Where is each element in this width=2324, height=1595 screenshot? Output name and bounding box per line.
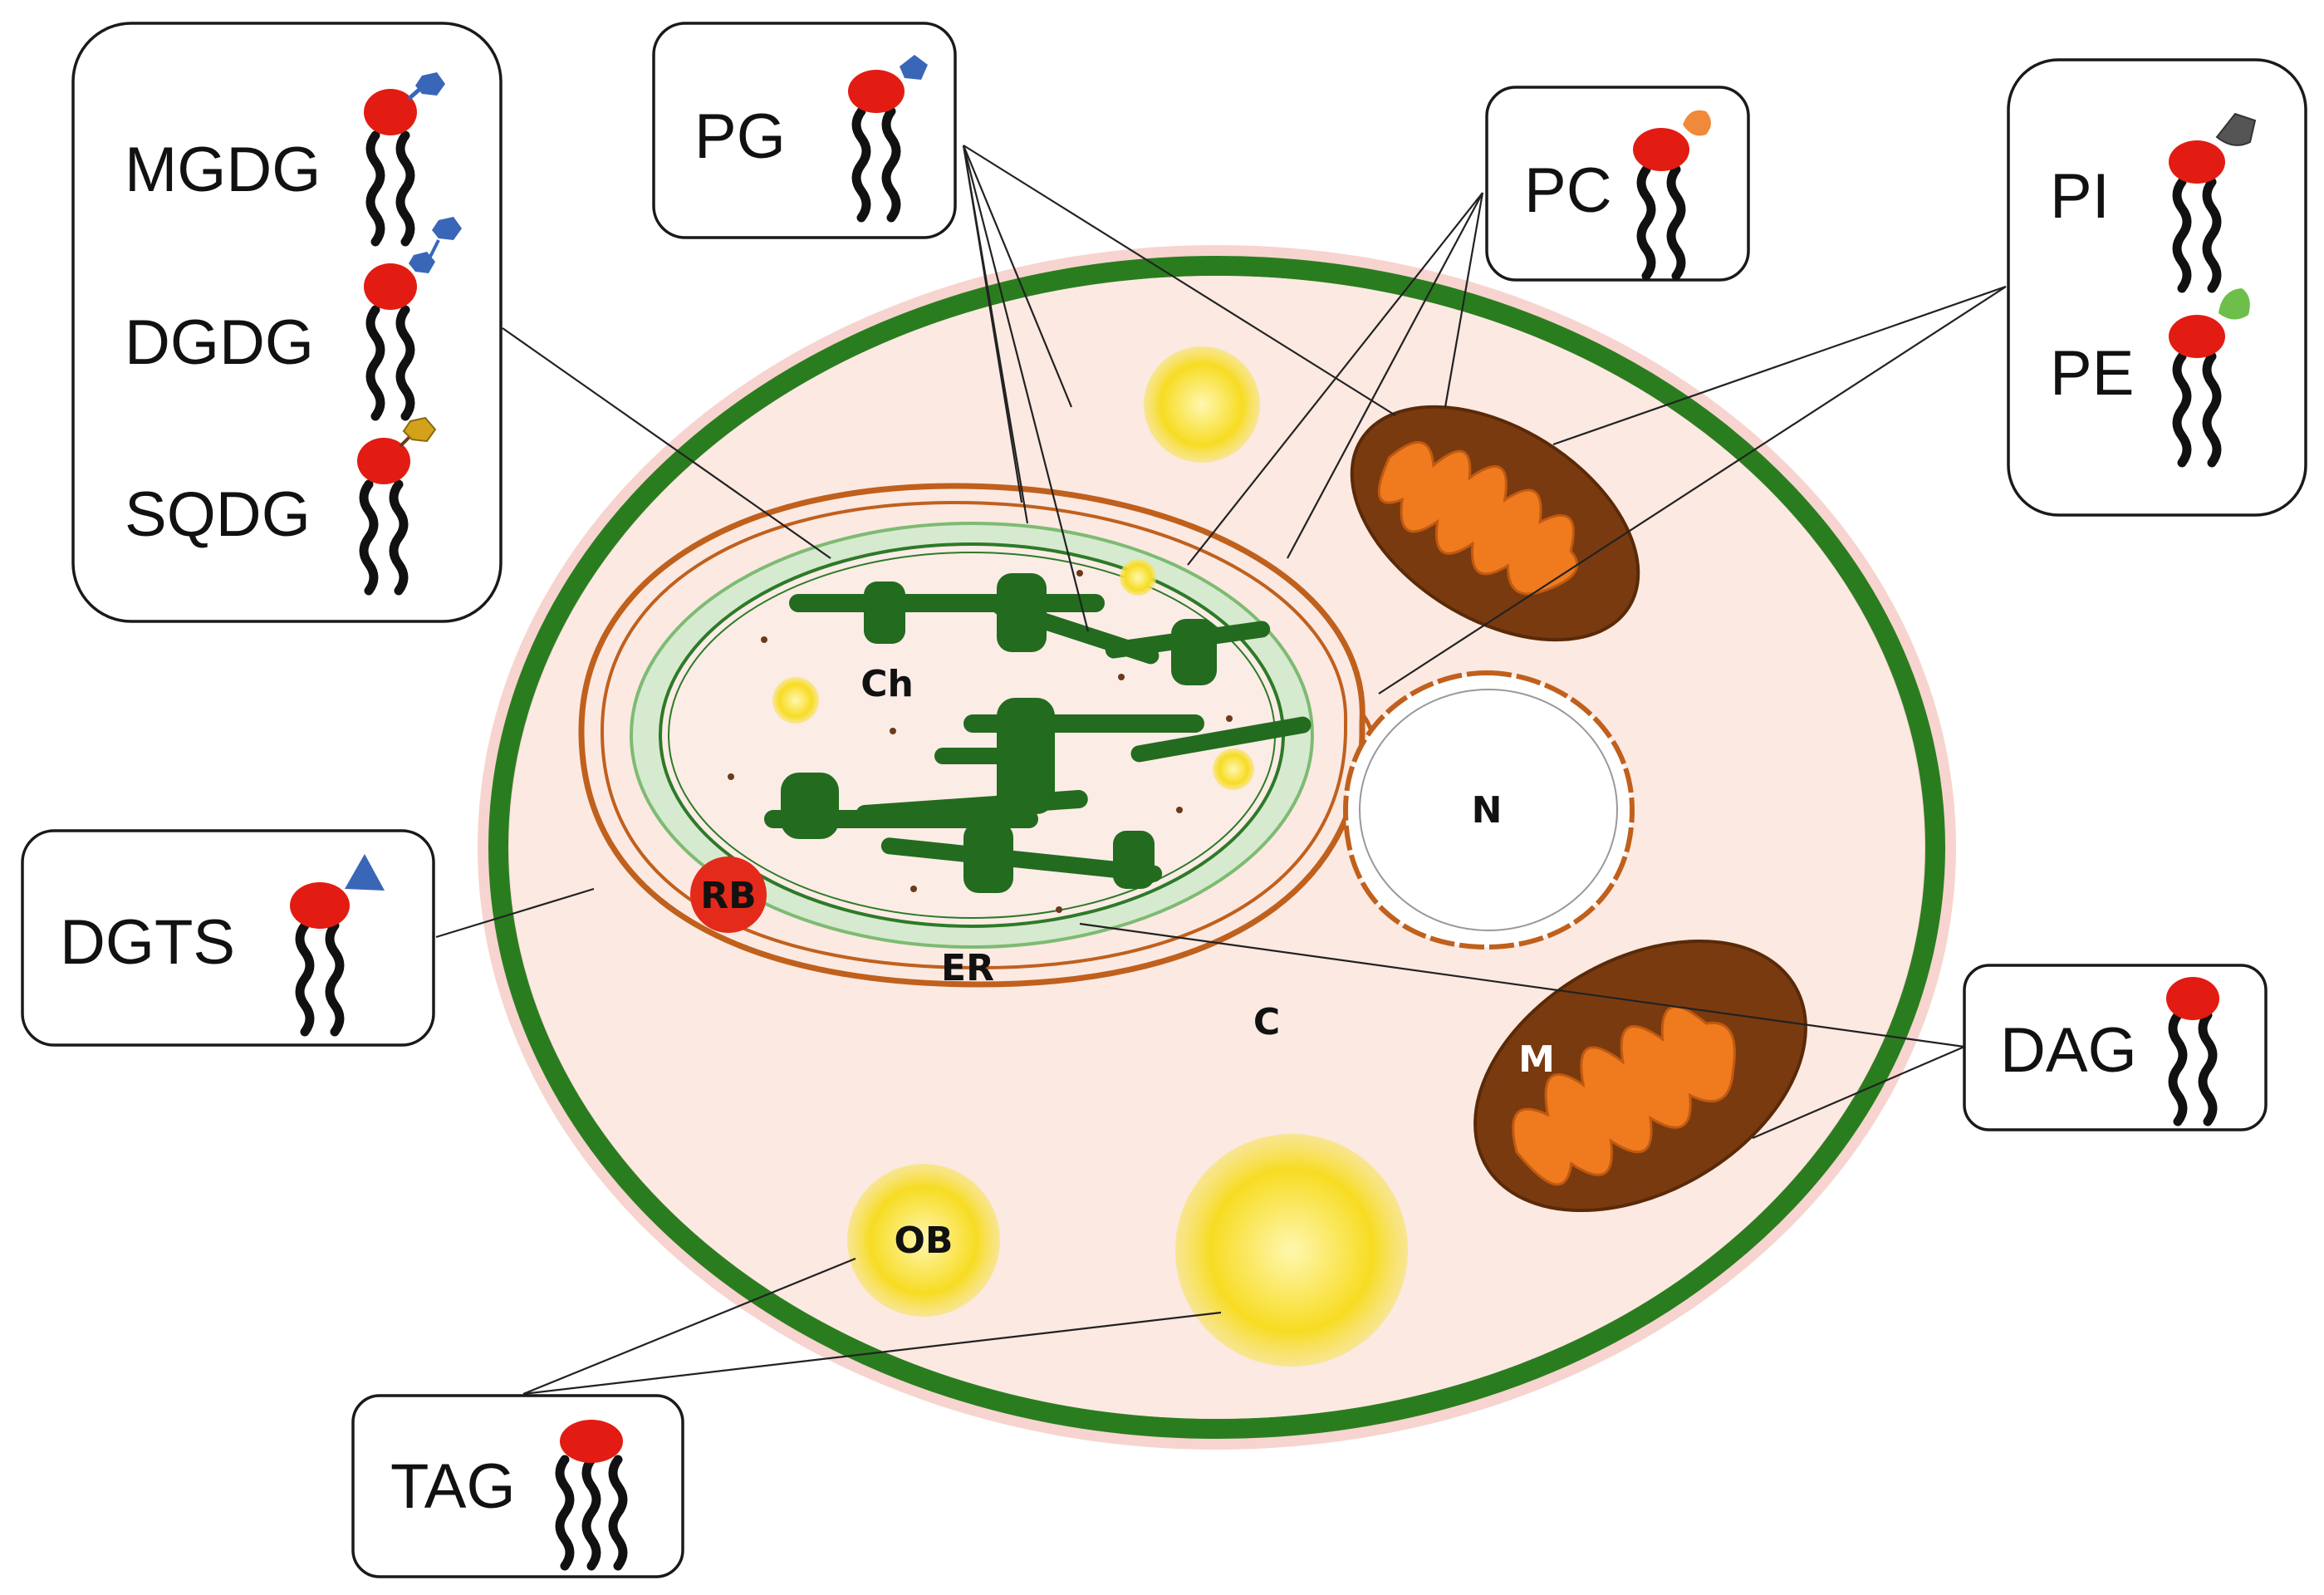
- lipid-box-galactolipids: MGDG DGDG SQDG: [71, 22, 503, 623]
- plastoglobule: [1120, 559, 1156, 596]
- plastoglobule: [1213, 748, 1254, 790]
- label-mitochondrion: M: [1518, 1038, 1555, 1081]
- galactolipid-icon: [364, 72, 445, 242]
- label-sqdg: SQDG: [125, 479, 311, 550]
- label-er: ER: [941, 947, 994, 989]
- phosphatidylcholine-icon: [1633, 110, 1711, 276]
- label-oil-body: OB: [895, 1220, 954, 1262]
- digalactolipid-icon: [364, 217, 462, 416]
- chloroplast: [630, 522, 1314, 949]
- label-chloroplast: Ch: [860, 663, 914, 705]
- label-cytoplasm: C: [1253, 1001, 1280, 1043]
- phosphatidylethanolamine-icon: [2169, 288, 2250, 463]
- phosphatidylglycerol-icon: [848, 55, 928, 218]
- diacylglycerol-icon: [2166, 977, 2219, 1121]
- label-pi: PI: [2050, 161, 2110, 232]
- cell-wall: [488, 256, 1945, 1439]
- label-dgdg: DGDG: [125, 307, 314, 378]
- oil-body-upper: [1144, 346, 1260, 463]
- oil-body-small: [847, 1164, 1000, 1317]
- label-pe: PE: [2050, 338, 2134, 409]
- sulfolipid-icon: [357, 416, 437, 591]
- lipid-box-pi-pe: PI PE: [2007, 58, 2307, 517]
- lipid-box-pc: PC: [1485, 86, 1750, 282]
- label-pc: PC: [1524, 155, 1612, 226]
- oil-body-large: [1175, 1134, 1408, 1367]
- nucleus: [1342, 670, 1635, 950]
- label-dgts: DGTS: [60, 907, 235, 978]
- label-ribosome: RB: [700, 875, 756, 917]
- label-tag: TAG: [390, 1451, 516, 1522]
- lipid-box-dag: DAG: [1963, 964, 2268, 1131]
- lipid-box-pg: PG: [652, 22, 957, 239]
- plastoglobule: [772, 677, 819, 724]
- mitochondrion-upper: [1350, 405, 1640, 642]
- leader-lines: [435, 145, 2007, 1396]
- mitochondrion-lower: [1473, 939, 1807, 1213]
- thylakoid-stacks: [764, 573, 1312, 893]
- triacylglycerol-icon: [560, 1420, 623, 1566]
- label-pg: PG: [694, 101, 786, 172]
- betaine-lipid-icon: [290, 854, 385, 1032]
- phosphatidylinositol-icon: [2169, 112, 2257, 288]
- ribosome: [690, 856, 767, 933]
- label-nucleus: N: [1472, 789, 1503, 832]
- lipid-box-dgts: DGTS: [21, 829, 435, 1047]
- lipid-box-tag: TAG: [351, 1394, 684, 1578]
- label-dag: DAG: [2000, 1015, 2137, 1086]
- label-mgdg: MGDG: [125, 135, 321, 205]
